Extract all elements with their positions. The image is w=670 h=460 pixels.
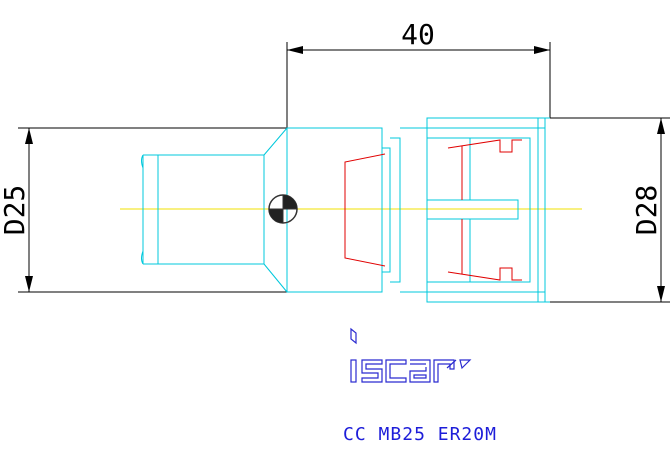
dimension-arrows: [25, 46, 665, 302]
shank-body: [157, 154, 264, 265]
tool-outline: [141, 117, 550, 303]
drive-pin-symbol: [268, 194, 298, 224]
collet-nut: [426, 117, 546, 303]
hidden-lines: [344, 139, 522, 281]
part-code: CC MB25 ER20M: [343, 424, 497, 445]
length-dimension: 40: [401, 18, 435, 51]
iscar-logo: [350, 327, 472, 383]
taper-body: [263, 127, 288, 293]
collet-diameter-label: D28: [630, 185, 663, 236]
dimension-lines: [18, 42, 670, 303]
shank-diameter-label: D25: [0, 185, 31, 236]
main-body: [286, 127, 383, 293]
inner-bore: [427, 137, 531, 283]
